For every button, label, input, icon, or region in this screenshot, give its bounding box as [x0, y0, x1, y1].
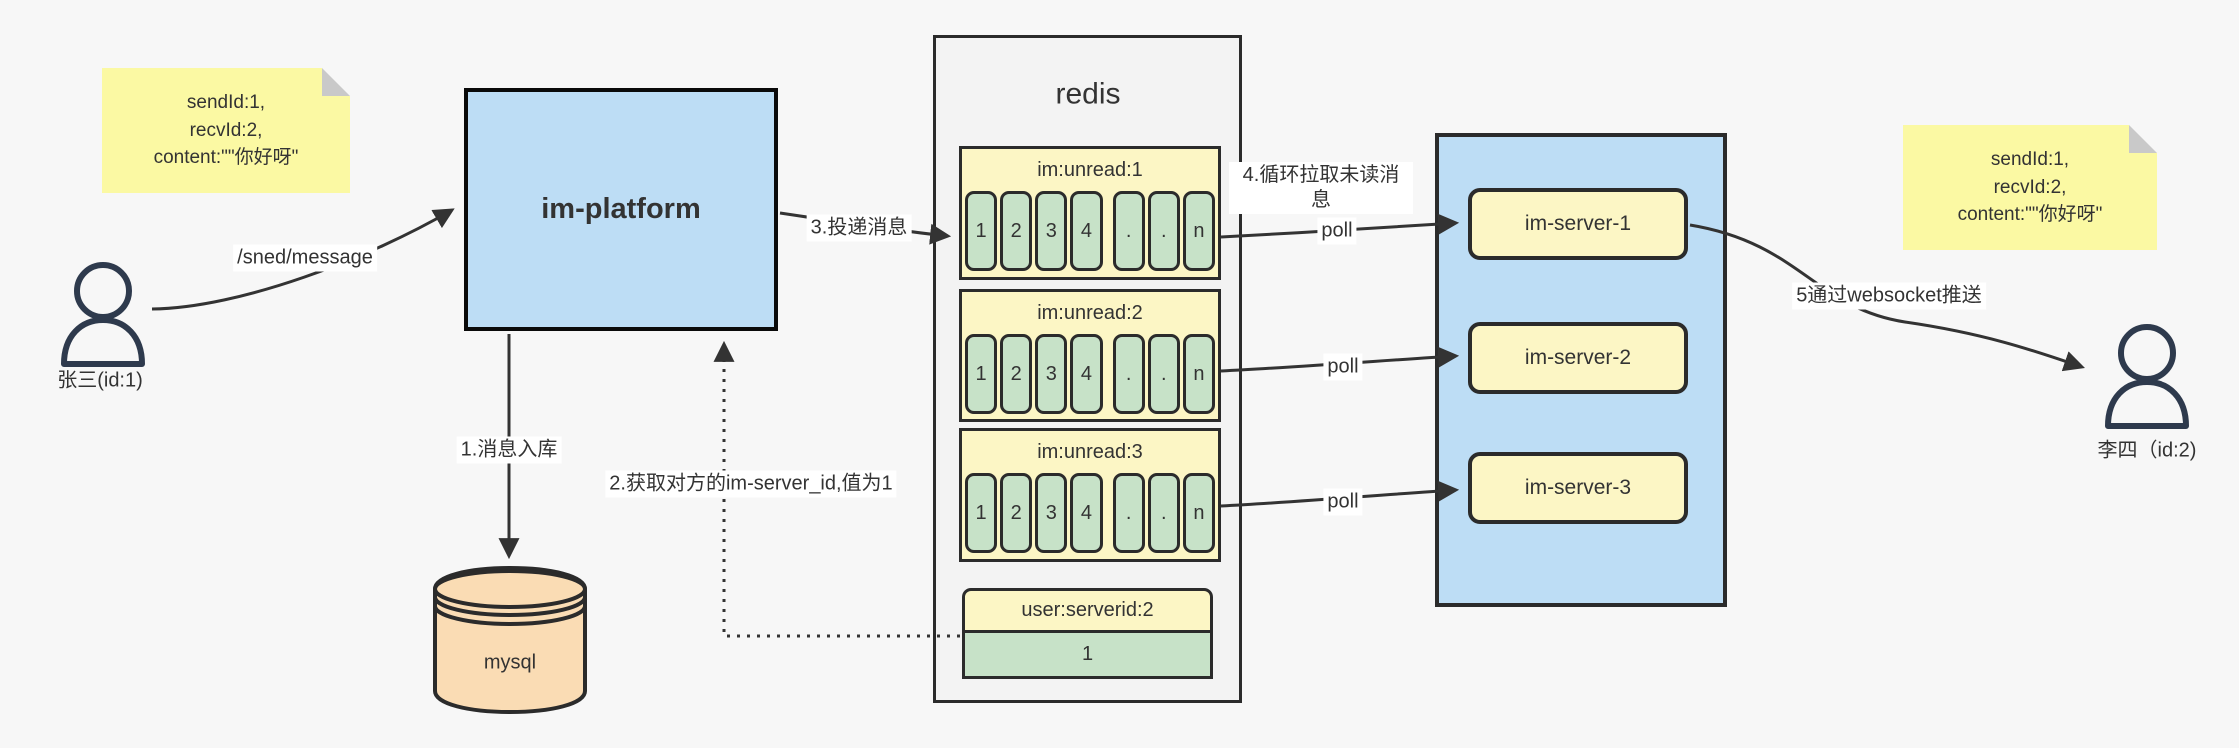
queue-cell: 4: [1070, 334, 1103, 414]
edge-label-poll-2: poll: [1323, 353, 1363, 381]
server-node-2: im-server-2: [1468, 322, 1688, 394]
sticky-note-right-text: sendId:1, recvId:2, content:""你好呀": [1903, 125, 2157, 250]
queue-cell: 4: [1070, 191, 1103, 271]
queue-header: im:unread:3: [1037, 440, 1143, 463]
edge-label-step1: 1.消息入库: [456, 436, 562, 464]
queue-cell: 4: [1070, 473, 1103, 553]
person-icon-sender: [61, 262, 145, 367]
actor-label-receiver: 李四（id:2): [2097, 439, 2197, 462]
kv-header: user:serverid:2: [962, 588, 1213, 633]
queue-cells: 1 2 3 4 . . n: [962, 191, 1218, 271]
queue-cell: 3: [1035, 191, 1068, 271]
server-node-1: im-server-1: [1468, 188, 1688, 260]
queue-cell: 3: [1035, 334, 1068, 414]
queue-cell: .: [1147, 473, 1180, 553]
queue-cell: .: [1112, 334, 1145, 414]
database-label: mysql: [483, 651, 537, 674]
person-icon-receiver: [2105, 324, 2189, 429]
queue-header: im:unread:1: [1037, 158, 1143, 181]
queue-cell: 1: [965, 334, 998, 414]
database-cylinder-icon: [433, 565, 588, 715]
queue-cell: 1: [965, 191, 998, 271]
queue-cell: n: [1182, 191, 1215, 271]
sticky-note-left-text: sendId:1, recvId:2, content:""你好呀": [102, 68, 350, 193]
redis-queue-2: im:unread:2 1 2 3 4 . . n: [959, 289, 1221, 422]
kv-value: 1: [962, 633, 1213, 679]
edge-label-poll-3: poll: [1323, 488, 1363, 516]
edge-label-step3: 3.投递消息: [806, 214, 912, 242]
queue-cell: n: [1182, 473, 1215, 553]
note-line: content:""你好呀": [153, 147, 299, 169]
queue-cells: 1 2 3 4 . . n: [962, 473, 1218, 553]
edge-label-step2: 2.获取对方的im-server_id,值为1: [605, 470, 897, 498]
queue-cell: 1: [965, 473, 998, 553]
redis-queue-1: im:unread:1 1 2 3 4 . . n: [959, 146, 1221, 280]
actor-label-sender: 张三(id:1): [57, 369, 143, 392]
note-line: sendId:1,: [1990, 149, 2070, 171]
queue-cell: .: [1147, 334, 1180, 414]
queue-cell: .: [1112, 473, 1145, 553]
server-node-3: im-server-3: [1468, 452, 1688, 524]
sticky-note-left: sendId:1, recvId:2, content:""你好呀": [102, 68, 350, 193]
edge-label-poll-1: poll: [1317, 217, 1357, 245]
note-line: sendId:1,: [186, 92, 266, 114]
queue-cell: 3: [1035, 473, 1068, 553]
queue-cell: .: [1112, 191, 1145, 271]
redis-title: redis: [1055, 77, 1121, 111]
redis-queue-3: im:unread:3 1 2 3 4 . . n: [959, 428, 1221, 562]
kv-user-serverid: user:serverid:2 1: [962, 588, 1213, 679]
im-platform-node: im-platform: [464, 88, 778, 331]
queue-cell: 2: [1000, 191, 1033, 271]
queue-cell: n: [1182, 334, 1215, 414]
queue-cell: .: [1147, 191, 1180, 271]
note-line: recvId:2,: [1993, 176, 2067, 198]
note-line: recvId:2,: [189, 119, 263, 141]
queue-header: im:unread:2: [1037, 301, 1143, 324]
edge-label-step5: 5通过websocket推送: [1792, 282, 1986, 310]
edge-label-send-api: /sned/message: [233, 244, 377, 272]
sticky-note-right: sendId:1, recvId:2, content:""你好呀": [1903, 125, 2157, 250]
queue-cells: 1 2 3 4 . . n: [962, 334, 1218, 414]
queue-cell: 2: [1000, 334, 1033, 414]
note-line: content:""你好呀": [1957, 204, 2103, 226]
edge-label-step4: 4.循环拉取未读消息: [1229, 162, 1413, 214]
queue-cell: 2: [1000, 473, 1033, 553]
